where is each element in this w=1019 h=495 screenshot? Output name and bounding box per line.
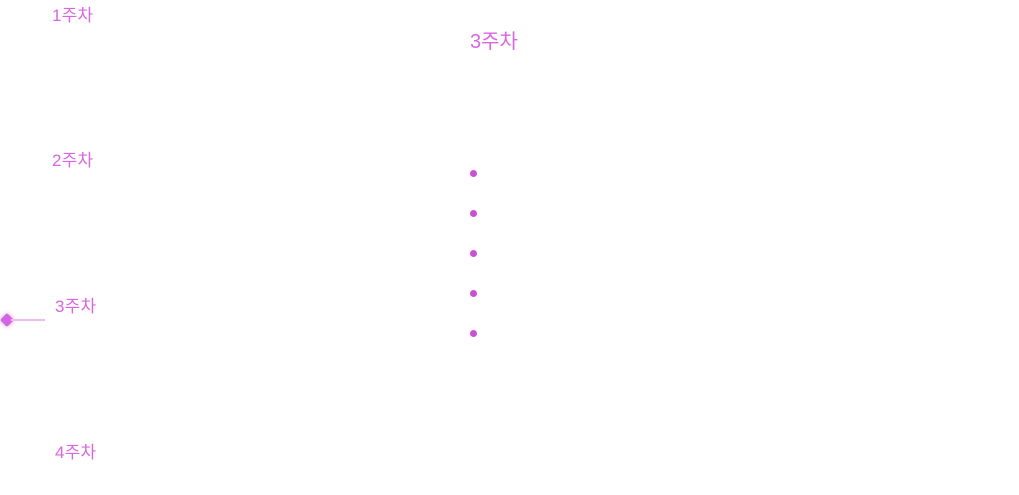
- bullet-dot: [470, 170, 477, 177]
- timeline-item-week2[interactable]: 2주차: [52, 151, 94, 170]
- bullet-dot: [470, 250, 477, 257]
- bullet-dot: [470, 210, 477, 217]
- timeline-item-week4[interactable]: 4주차: [55, 443, 97, 462]
- bullet-dot: [470, 330, 477, 337]
- timeline-item-week3[interactable]: 3주차: [55, 297, 97, 316]
- detail-week-title[interactable]: 3주차: [470, 31, 518, 53]
- bullet-dot: [470, 290, 477, 297]
- timeline-item-week1[interactable]: 1주차: [52, 6, 94, 25]
- active-week-marker-line: [11, 319, 45, 321]
